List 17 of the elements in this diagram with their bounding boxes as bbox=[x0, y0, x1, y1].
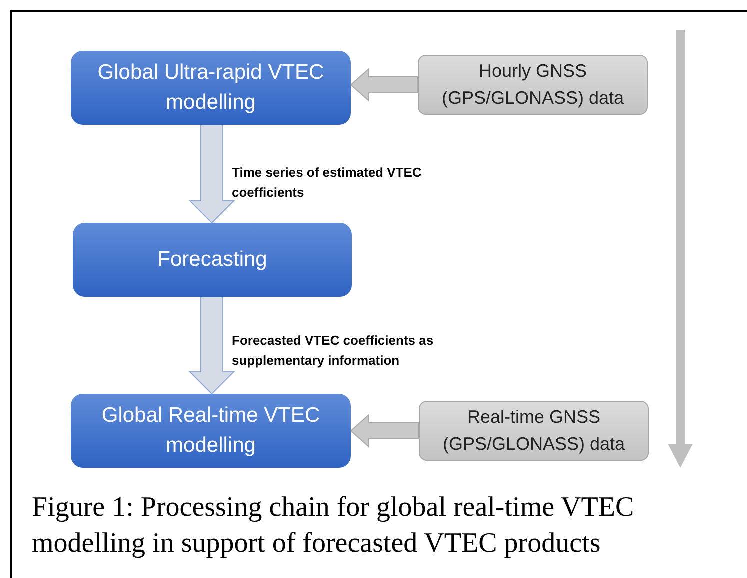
node-text: Hourly GNSS (GPS/GLONASS) data bbox=[440, 60, 626, 110]
block-arrow bbox=[350, 414, 420, 448]
node-text: Global Real-time VTEC modelling bbox=[100, 403, 322, 459]
node-text: Forecasting bbox=[158, 247, 268, 273]
node-text: Global Ultra-rapid VTEC modelling bbox=[96, 60, 326, 116]
edge-label: Time series of estimated VTEC coefficients bbox=[232, 164, 423, 202]
block-arrow bbox=[188, 124, 236, 224]
input-box bbox=[418, 55, 648, 115]
figure-caption: Figure 1: Processing chain for global real-time VTEC modelling in support of forecasted VTEC products bbox=[32, 491, 636, 561]
input-box bbox=[419, 401, 649, 461]
block-arrow bbox=[188, 296, 236, 395]
process-box bbox=[73, 223, 352, 297]
process-box bbox=[71, 51, 351, 125]
edge-label: Forecasted VTEC coefficients as supplementary information bbox=[232, 332, 435, 370]
block-arrow bbox=[350, 68, 418, 102]
process-box bbox=[71, 394, 351, 468]
node-text: Real-time GNSS (GPS/GLONASS) data bbox=[442, 406, 626, 456]
